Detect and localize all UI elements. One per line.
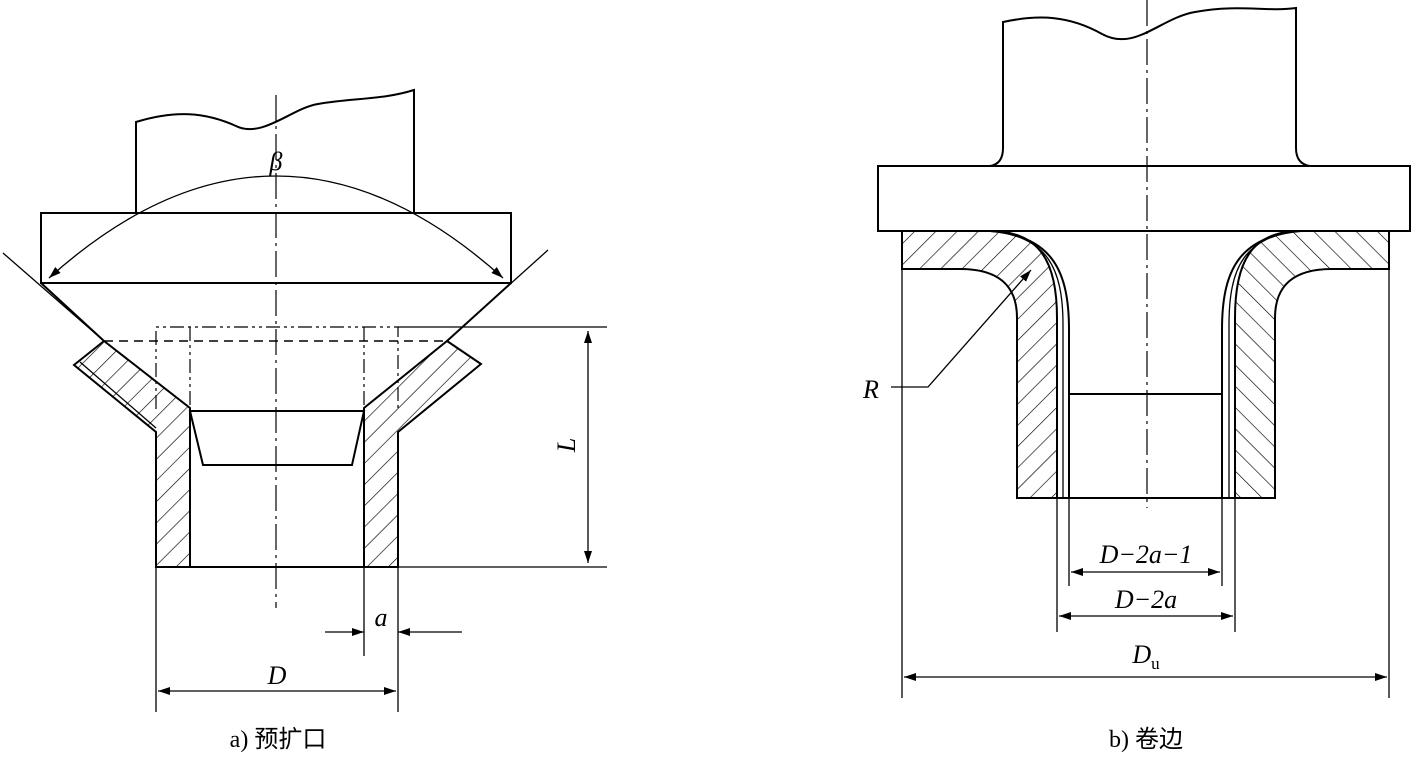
- curled-wall-left: [901, 230, 1058, 499]
- flare-inner-line: [79, 361, 157, 429]
- label-diameter: D: [267, 661, 287, 690]
- curled-wall-right: [1234, 230, 1390, 499]
- cone-edge-left: [40, 282, 105, 342]
- caption-a: a) 预扩口: [230, 726, 327, 753]
- punch-plate-a: [40, 212, 512, 284]
- caption-b: b) 卷边: [1109, 726, 1183, 753]
- cone-edge-right: [446, 282, 512, 342]
- figure-a-pre-flaring: β L a D a) 预扩口: [2, 88, 607, 753]
- punch-shank-b: [878, 6, 1410, 167]
- punch-plate-b: [877, 165, 1411, 232]
- tube-wall-right: [363, 339, 483, 568]
- angle-beta-arc: [48, 175, 504, 279]
- label-outer-main: D: [1131, 640, 1151, 669]
- label-beta: β: [269, 147, 283, 176]
- tube-wall-left: [72, 339, 191, 568]
- label-outer-sub: u: [1151, 654, 1160, 673]
- inner-insert-a: [188, 410, 366, 466]
- radius-leader: [891, 269, 1032, 388]
- original-tube-phantom: [155, 326, 399, 409]
- tool-curve-left-inner: [989, 230, 1064, 498]
- label-inner-clear: D−2a−1: [1099, 540, 1193, 569]
- label-outer: Du: [1131, 640, 1160, 673]
- label-length: L: [552, 438, 581, 453]
- tool-curve-right-inner: [1228, 230, 1302, 498]
- punch-shank-a: [135, 88, 415, 213]
- label-wall: a: [375, 603, 388, 632]
- label-radius: R: [862, 375, 879, 404]
- figure-b-curling: R D−2a−1 D−2a Du b) 卷边: [862, 0, 1411, 753]
- label-inner: D−2a: [1114, 585, 1177, 614]
